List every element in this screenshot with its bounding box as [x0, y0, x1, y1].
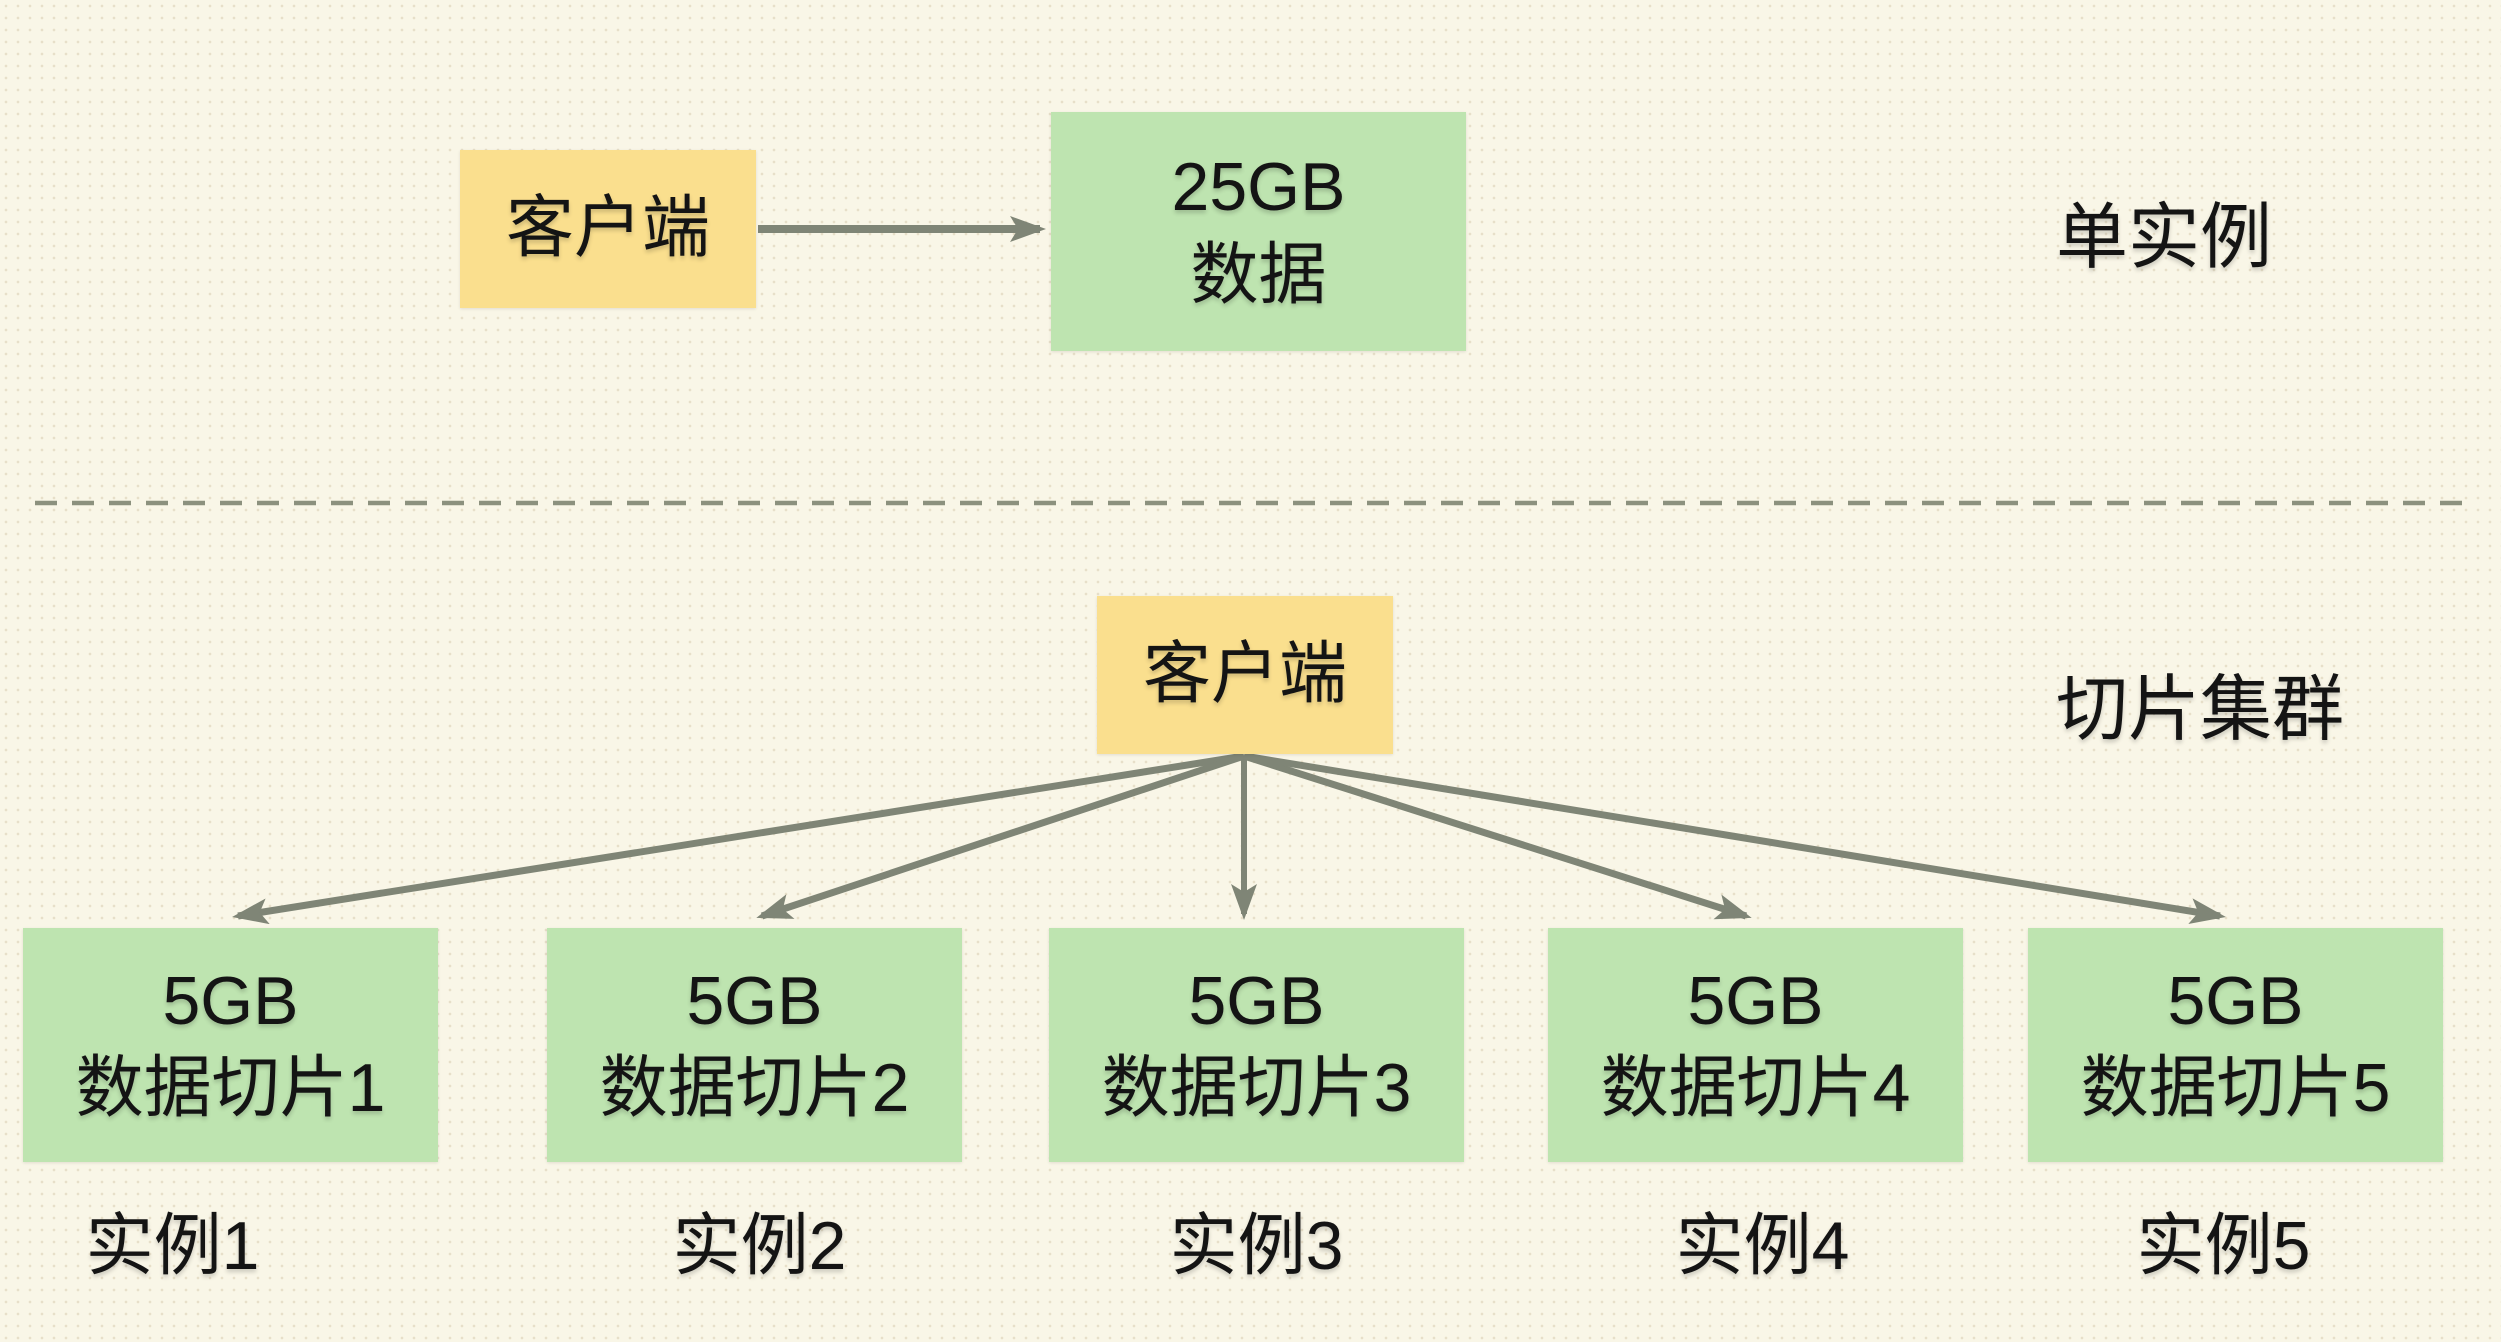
shard-box-5-line1: 5GB	[2167, 962, 2304, 1039]
shard-box-4-line2: 数据切片4	[1600, 1050, 1911, 1126]
shard-box-2: 5GB 数据切片2	[547, 928, 962, 1162]
shard-box-4: 5GB 数据切片4	[1548, 928, 1963, 1162]
data-box-25gb-line1: 25GB	[1171, 149, 1346, 226]
client-box-cluster: 客户端	[1097, 596, 1393, 754]
section-label-single-instance: 单实例	[2056, 198, 2273, 278]
data-box-25gb-line2: 数据	[1190, 236, 1327, 313]
client-box-cluster-label: 客户端	[1142, 636, 1347, 713]
shard-box-2-line1: 5GB	[686, 962, 823, 1039]
instance-label-1: 实例1	[85, 1208, 260, 1284]
shard-box-4-line1: 5GB	[1687, 962, 1824, 1039]
shard-box-2-line2: 数据切片2	[599, 1050, 910, 1126]
section-label-sharded-cluster: 切片集群	[2056, 670, 2345, 750]
shard-box-3-line2: 数据切片3	[1101, 1050, 1412, 1126]
shard-box-5: 5GB 数据切片5	[2028, 928, 2443, 1162]
arrow-client-to-shard-1	[232, 752, 1245, 925]
client-box-single: 客户端	[460, 150, 756, 308]
arrow-client-to-shard-4	[1242, 752, 1752, 920]
client-box-single-label: 客户端	[505, 190, 710, 267]
shard-box-1-line2: 数据切片1	[75, 1050, 386, 1126]
shard-box-3-line1: 5GB	[1188, 962, 1325, 1039]
data-box-25gb: 25GB 数据	[1051, 112, 1466, 351]
shard-box-1: 5GB 数据切片1	[23, 928, 438, 1162]
shard-box-1-line1: 5GB	[162, 962, 299, 1039]
arrow-client-to-shard-2	[756, 752, 1246, 920]
shard-box-3: 5GB 数据切片3	[1049, 928, 1464, 1162]
shard-box-5-line2: 数据切片5	[2080, 1050, 2391, 1126]
instance-label-4: 实例4	[1675, 1208, 1850, 1284]
arrow-client-to-shard-5	[1243, 752, 2226, 924]
instance-label-5: 实例5	[2136, 1208, 2311, 1284]
instance-label-2: 实例2	[672, 1208, 847, 1284]
instance-label-3: 实例3	[1169, 1208, 1344, 1284]
